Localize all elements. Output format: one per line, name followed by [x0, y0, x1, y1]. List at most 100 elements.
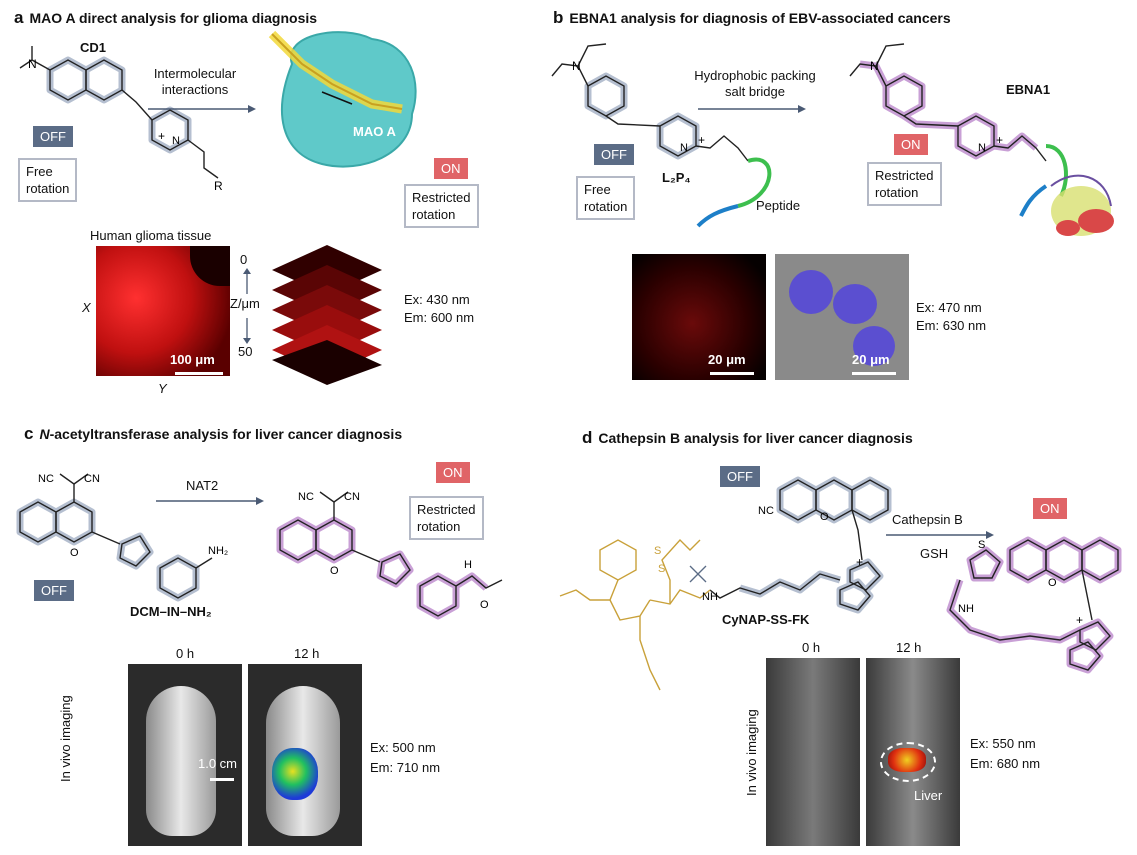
svg-text:R: R [214, 179, 223, 193]
ebna1-scale-bar-2 [852, 372, 896, 375]
mouse-silhouette [146, 686, 216, 836]
panel-b-restricted-rotation-box: Restricted rotation [867, 162, 942, 206]
panel-a-em: Em: 600 nm [404, 310, 475, 325]
svg-text:O: O [330, 565, 339, 577]
panel-d-arrow-label-1: Cathepsin B [892, 512, 963, 527]
liver-label: Liver [914, 788, 943, 803]
panel-a-off-badge: OFF [33, 126, 73, 147]
svg-text:N: N [572, 59, 581, 73]
panel-c-em: Em: 710 nm [370, 760, 441, 775]
ebna1-label: EBNA1 [1006, 82, 1051, 97]
cell-nucleus [789, 270, 833, 314]
panel-b-arrow-label: Hydrophobic packing salt bridge [694, 68, 816, 99]
z-top-label: 0 [240, 252, 248, 267]
panel-b-free-rotation-box: Free rotation [576, 176, 636, 220]
svg-text:NC: NC [758, 505, 774, 517]
dcm-in-nh2-label: DCM–IN–NH₂ [130, 604, 212, 619]
panel-c-vertical-label: In vivo imaging [58, 695, 73, 782]
panel-a-ex: Ex: 430 nm [404, 292, 470, 307]
tissue-label: Human glioma tissue [90, 228, 212, 243]
svg-text:N: N [870, 59, 879, 73]
svg-text:O: O [1048, 577, 1057, 589]
svg-text:CN: CN [84, 473, 100, 485]
svg-text:N: N [172, 135, 180, 147]
panel-a-arrow-label: Intermolecular interactions [153, 66, 237, 97]
panel-d-vertical-label: In vivo imaging [744, 709, 759, 796]
panel-d-off-badge: OFF [720, 466, 760, 487]
panel-d-time-0: 0 h [802, 640, 821, 655]
l2p4-label: L₂P₄ [662, 170, 691, 185]
cynap-ss-fk-molecule-structure: NC O + NH S S [559, 476, 892, 691]
cyclized-probe-molecule-structure: S O + NH [946, 536, 1122, 674]
liver-fluorescence-signal [888, 748, 926, 772]
panel-a-reaction-arrow [148, 105, 256, 113]
ebna1-merged-image [775, 254, 909, 380]
mao-a-protein-structure [268, 30, 417, 168]
panel-b-reaction-arrow [698, 105, 806, 113]
peptide-label: Peptide [756, 198, 801, 213]
panel-d-arrow-label-2: GSH [920, 546, 949, 561]
panel-d-time-12: 12 h [896, 640, 922, 655]
cell-nucleus [853, 326, 895, 366]
dcm-in-nh2-molecule-structure: NC CN O NH₂ [16, 473, 228, 602]
panel-d-em: Em: 680 nm [970, 756, 1041, 771]
svg-text:O: O [70, 547, 79, 559]
mao-a-label: MAO A [353, 124, 396, 139]
ebna1-scale-bar-1-label: 20 μm [708, 352, 746, 367]
dcm-acetylated-molecule-structure: NC CN O H O [276, 491, 503, 620]
svg-text:NH: NH [958, 603, 974, 615]
svg-text:NH: NH [702, 591, 718, 603]
nat2-label: NAT2 [186, 478, 219, 493]
svg-text:N: N [680, 142, 688, 154]
tissue-scale-bar [175, 372, 223, 375]
l2p4-molecule-structure: N N + [551, 43, 772, 228]
svg-text:+: + [1076, 613, 1083, 627]
panel-d-reaction-arrow [886, 531, 994, 539]
mouse-image-d-12h [866, 658, 960, 846]
panel-b-off-badge: OFF [594, 144, 634, 165]
svg-text:CN: CN [344, 491, 360, 503]
svg-text:+: + [856, 555, 863, 569]
ebna1-complex-structure: N N + [849, 43, 1114, 236]
mouse-scale-bar-label: 1.0 cm [198, 756, 238, 771]
panel-c-reaction-arrow [156, 497, 264, 505]
cynap-ss-fk-label: CyNAP-SS-FK [722, 612, 810, 627]
tissue-scale-bar-label: 100 μm [170, 352, 215, 367]
svg-text:S: S [978, 539, 985, 551]
svg-text:NC: NC [298, 491, 314, 503]
svg-text:S: S [658, 563, 665, 575]
mouse-image-d-0h [766, 658, 860, 846]
panel-a-restricted-rotation-box: Restricted rotation [404, 184, 479, 228]
z-axis-label: Z/μm [230, 296, 260, 311]
panel-c-time-0: 0 h [176, 646, 195, 661]
y-axis-label: Y [158, 381, 167, 396]
ebna1-fluorescence-image [632, 254, 766, 380]
panel-c-restricted-rotation-box: Restricted rotation [409, 496, 484, 540]
svg-text:H: H [464, 559, 472, 571]
panel-a-on-badge: ON [434, 158, 468, 179]
panel-b-em: Em: 630 nm [916, 318, 987, 333]
panel-b-on-badge: ON [894, 134, 928, 155]
ebna1-scale-bar-1 [710, 372, 754, 375]
panel-c-on-badge: ON [436, 462, 470, 483]
svg-text:NC: NC [38, 473, 54, 485]
panel-c-ex: Ex: 500 nm [370, 740, 436, 755]
mouse-scale-bar [210, 778, 234, 781]
cell-nucleus [833, 284, 877, 324]
panel-d-ex: Ex: 550 nm [970, 736, 1036, 751]
cd1-label: CD1 [80, 40, 107, 55]
svg-text:NH₂: NH₂ [208, 545, 228, 557]
panel-d-on-badge: ON [1033, 498, 1067, 519]
svg-text:O: O [480, 599, 489, 611]
svg-text:+: + [158, 129, 165, 143]
svg-text:S: S [654, 545, 661, 557]
x-axis-label: X [82, 300, 91, 315]
panel-b-ex: Ex: 470 nm [916, 300, 982, 315]
svg-text:O: O [820, 511, 829, 523]
fluorescence-signal [272, 748, 318, 800]
panel-c-time-12: 12 h [294, 646, 320, 661]
